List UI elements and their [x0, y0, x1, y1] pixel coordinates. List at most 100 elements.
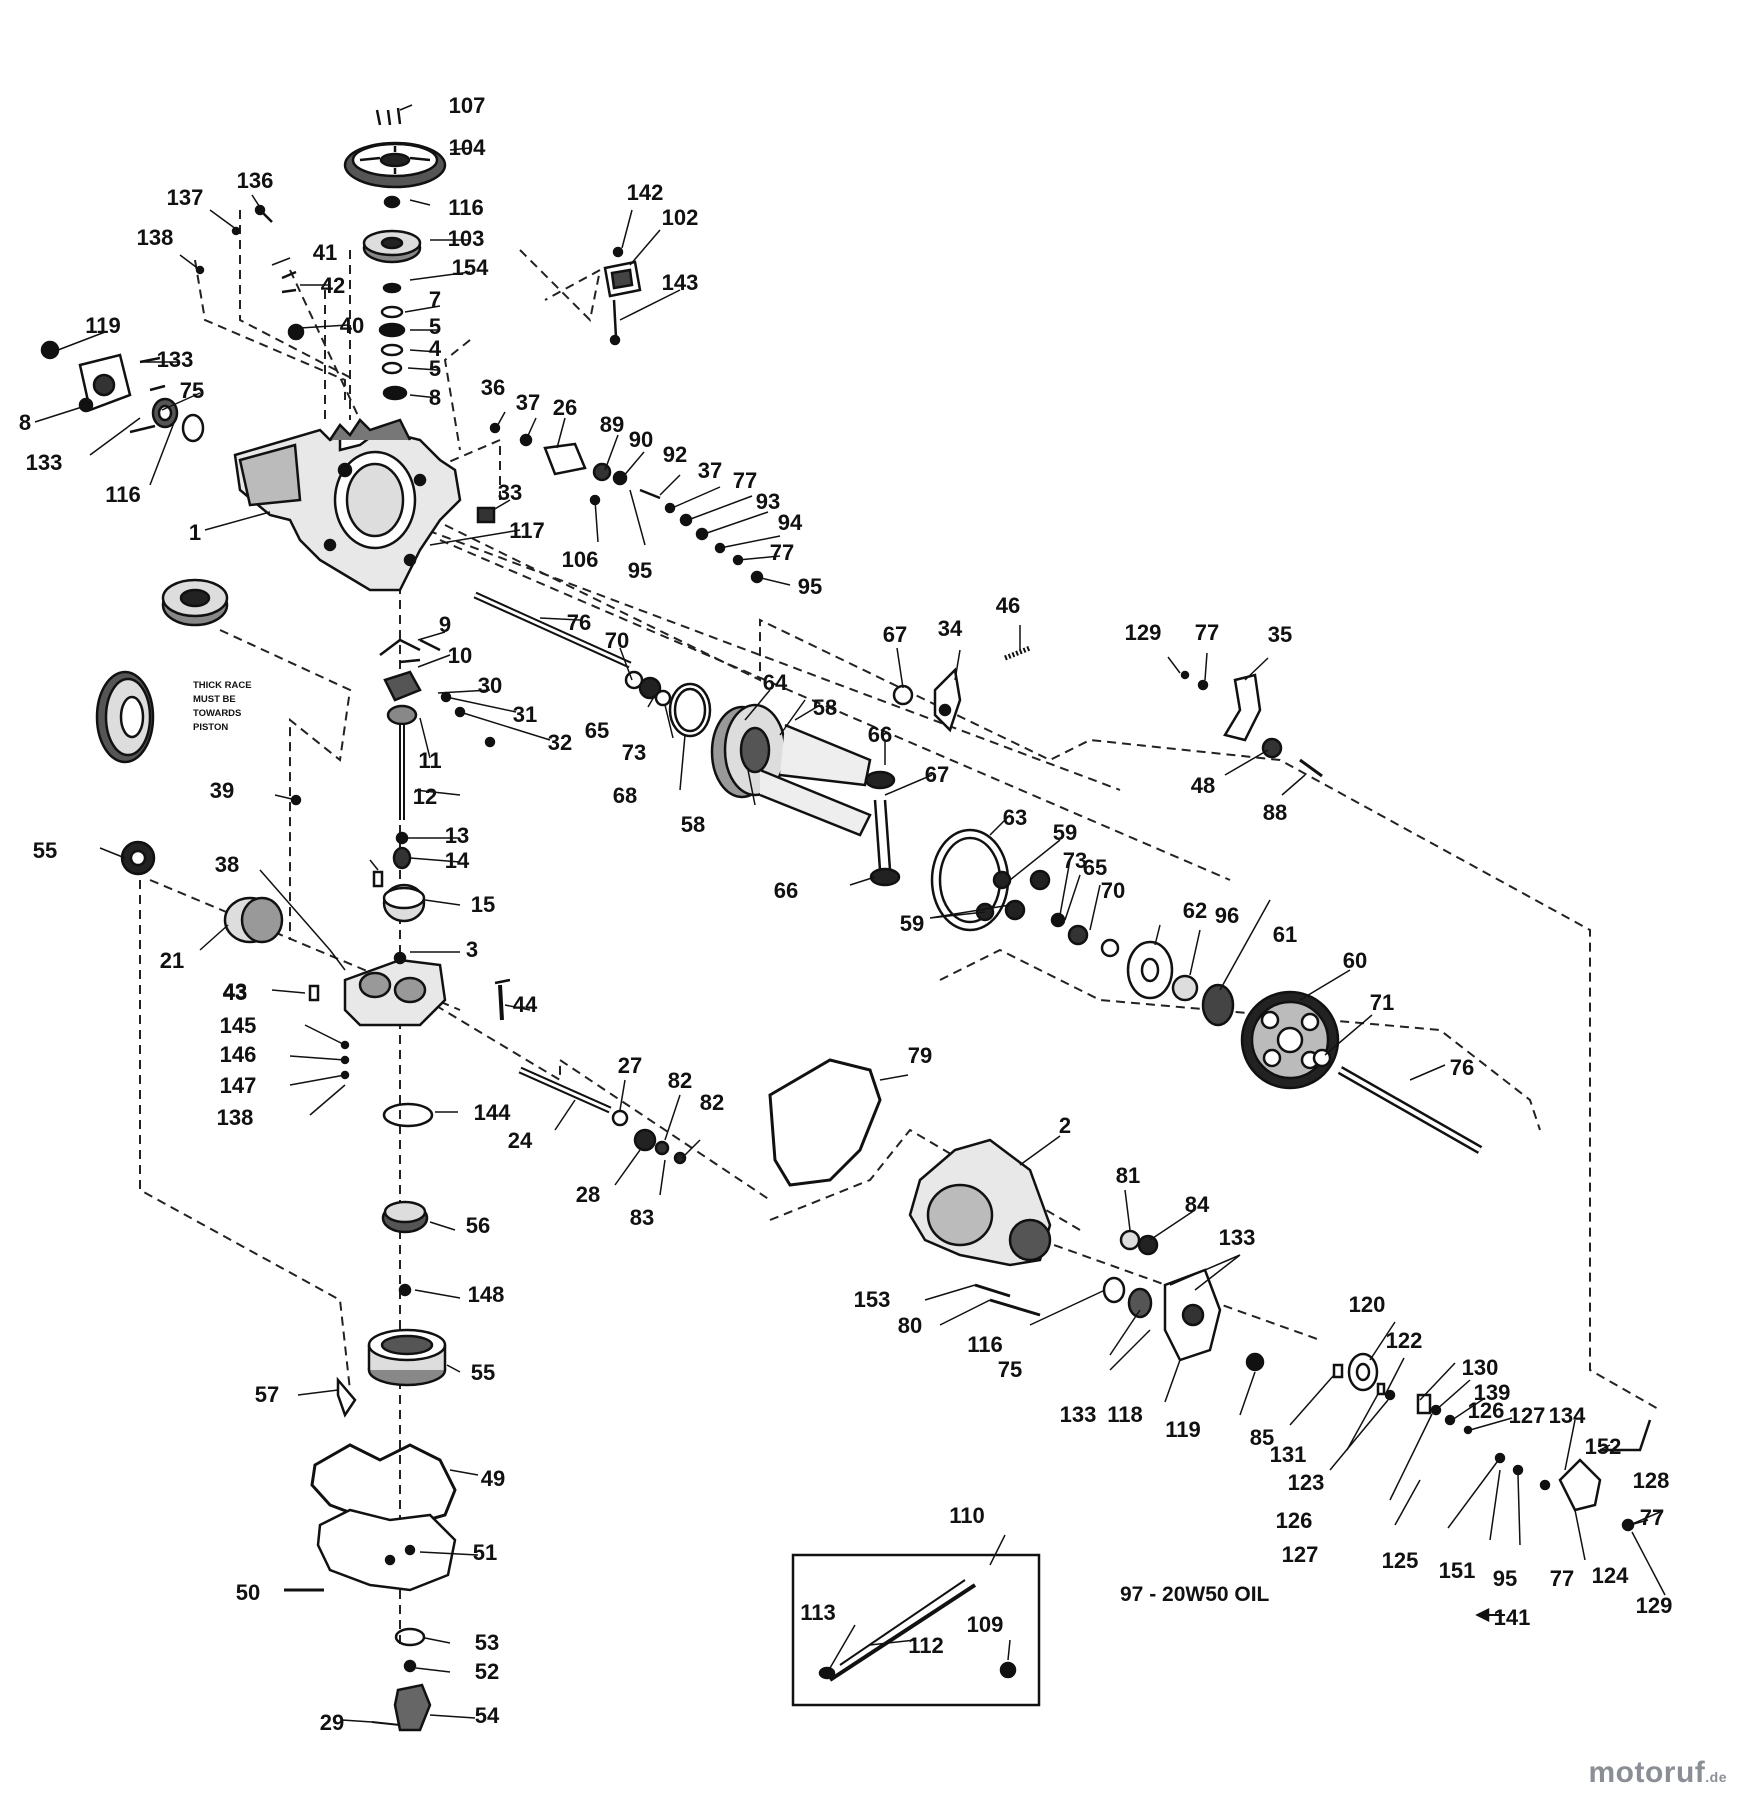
- part-callout-67: 67: [925, 762, 949, 787]
- part-callout-70: 70: [605, 628, 629, 653]
- part-callout-80: 80: [898, 1313, 922, 1338]
- part-callout-124: 124: [1592, 1563, 1629, 1588]
- part-callout-119: 119: [1165, 1417, 1201, 1442]
- part-callout-56: 56: [466, 1213, 490, 1238]
- part-callout-129: 129: [1636, 1593, 1673, 1618]
- part-callout-154: 154: [452, 255, 489, 280]
- part-callout-9: 9: [439, 612, 451, 637]
- part-callout-95: 95: [1493, 1566, 1517, 1591]
- part-callout-14: 14: [445, 848, 470, 873]
- part-callout-59: 59: [1053, 820, 1077, 845]
- part-callout-31: 31: [513, 702, 537, 727]
- part-callout-3: 3: [466, 937, 478, 962]
- part-callout-90: 90: [629, 427, 653, 452]
- watermark-name: motoruf: [1588, 1756, 1706, 1789]
- part-callout-77: 77: [733, 468, 757, 493]
- part-callout-52: 52: [475, 1659, 499, 1684]
- part-callout-50: 50: [236, 1580, 260, 1605]
- fan-104: [343, 141, 447, 189]
- part-callout-4: 4: [429, 336, 442, 361]
- oil-note: 97 - 20W50 OIL: [1120, 1583, 1270, 1606]
- part-callout-34: 34: [938, 616, 963, 641]
- part-callout-96: 96: [1215, 903, 1239, 928]
- part-callout-117: 117: [509, 518, 545, 543]
- note-line-3: TOWARDS: [193, 708, 241, 719]
- part-callout-104: 104: [449, 135, 486, 160]
- bearing-upper: [161, 578, 229, 627]
- part-callout-126: 126: [1468, 1398, 1505, 1423]
- part-callout-62: 62: [1183, 898, 1207, 923]
- part-callout-49: 49: [481, 1466, 505, 1491]
- part-callout-32: 32: [548, 730, 572, 755]
- part-callout-144: 144: [474, 1100, 511, 1125]
- part-callout-113: 113: [800, 1600, 836, 1625]
- part-callout-8: 8: [429, 385, 441, 410]
- part-callout-27: 27: [618, 1053, 642, 1078]
- part-callout-147: 147: [220, 1073, 257, 1098]
- part-callout-136: 136: [237, 168, 274, 193]
- part-callout-28: 28: [576, 1182, 600, 1207]
- part-callout-15: 15: [471, 892, 495, 917]
- part-callout-110: 110: [949, 1503, 985, 1528]
- part-callout-61: 61: [1273, 922, 1297, 947]
- part-callout-39: 39: [210, 778, 234, 803]
- part-callout-133: 133: [26, 450, 63, 475]
- part-callout-5: 5: [429, 314, 441, 339]
- part-callout-73: 73: [1063, 848, 1087, 873]
- part-callout-89: 89: [600, 412, 624, 437]
- part-callout-120: 120: [1349, 1292, 1386, 1317]
- part-callout-127: 127: [1509, 1403, 1546, 1428]
- part-callout-73: 73: [622, 740, 646, 765]
- part-callout-103: 103: [448, 226, 485, 251]
- part-callout-10: 10: [448, 643, 472, 668]
- part-callout-66: 66: [868, 722, 892, 747]
- part-callout-24: 24: [508, 1128, 533, 1153]
- part-callout-65: 65: [585, 718, 609, 743]
- thrust-bearing: [95, 670, 155, 764]
- part-callout-123: 123: [1288, 1470, 1325, 1495]
- part-callout-41: 41: [313, 240, 337, 265]
- note-line-2: MUST BE: [193, 694, 236, 705]
- part-callout-8: 8: [19, 410, 31, 435]
- part-callout-83: 83: [630, 1205, 654, 1230]
- part-callout-134: 134: [1549, 1403, 1586, 1428]
- part-callout-82: 82: [668, 1068, 692, 1093]
- part-callout-116: 116: [105, 482, 141, 507]
- gear-60: [1240, 990, 1340, 1090]
- part-callout-77: 77: [1550, 1566, 1574, 1591]
- part-callout-59: 59: [900, 911, 924, 936]
- part-callout-81: 81: [1116, 1163, 1140, 1188]
- part-callout-75: 75: [180, 378, 204, 403]
- part-callout-1: 1: [189, 520, 201, 545]
- part-callout-55: 55: [33, 838, 57, 863]
- part-callout-148: 148: [468, 1282, 505, 1307]
- part-callout-64: 64: [763, 670, 788, 695]
- watermark-tld: .de: [1705, 1769, 1727, 1785]
- part-callout-29: 29: [320, 1710, 344, 1735]
- part-callout-152: 152: [1585, 1434, 1622, 1459]
- part-callout-93: 93: [756, 489, 780, 514]
- part-callout-11: 11: [418, 748, 441, 773]
- part-callout-129: 129: [1125, 620, 1162, 645]
- part-callout-126: 126: [1276, 1508, 1313, 1533]
- part-callout-63: 63: [1003, 805, 1027, 830]
- note-line-4: PISTON: [193, 722, 228, 733]
- part-callout-153: 153: [854, 1287, 891, 1312]
- part-callout-77: 77: [770, 540, 794, 565]
- part-callout-116: 116: [967, 1332, 1003, 1357]
- part-callout-145: 145: [220, 1013, 257, 1038]
- part-callout-143: 143: [662, 270, 699, 295]
- part-callout-130: 130: [1462, 1355, 1499, 1380]
- part-callout-79: 79: [908, 1043, 932, 1068]
- part-callout-84: 84: [1185, 1192, 1210, 1217]
- part-callout-77: 77: [1195, 620, 1219, 645]
- part-callout-42: 42: [321, 273, 345, 298]
- part-callout-44: 44: [513, 992, 538, 1017]
- part-callout-66: 66: [774, 878, 798, 903]
- part-callout-151: 151: [1439, 1558, 1476, 1583]
- part-callout-116: 116: [448, 195, 484, 220]
- part-callout-95: 95: [628, 558, 652, 583]
- part-shapes: [40, 107, 1652, 1732]
